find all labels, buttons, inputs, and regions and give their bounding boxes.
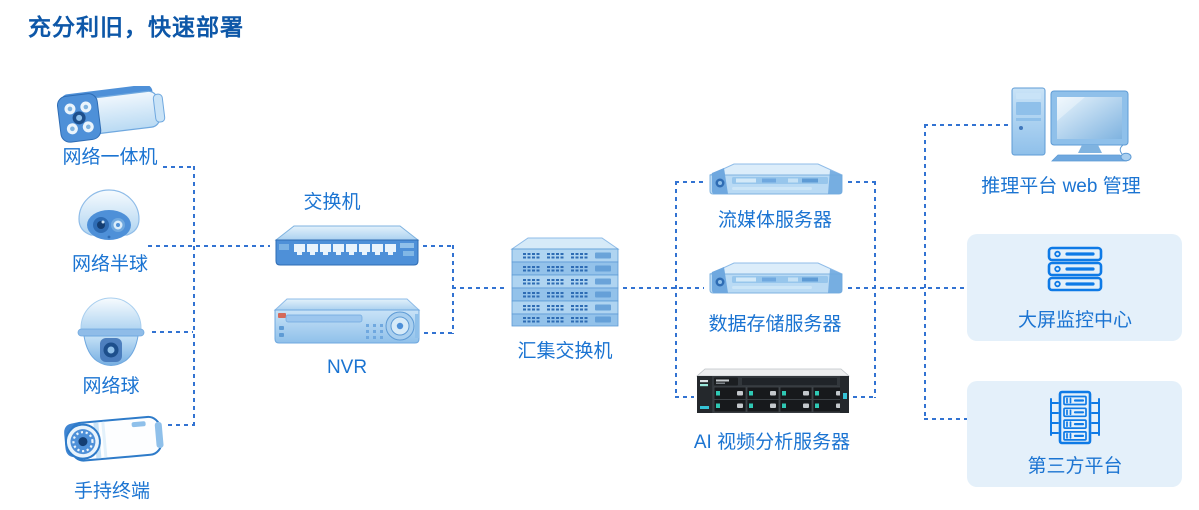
big-screen-panel: [967, 234, 1182, 341]
connector-line: [152, 331, 193, 333]
streaming-server-label: 流媒体服务器: [717, 210, 833, 231]
third-party-panel: [967, 381, 1182, 487]
ai-server-icon: [694, 367, 853, 417]
connector-line: [452, 245, 454, 334]
ball-camera-label: 网络球: [82, 376, 140, 397]
connector-line: [148, 245, 270, 247]
storage-server-icon: [704, 260, 848, 300]
connector-line: [924, 124, 926, 420]
bullet-camera-label: 网络一体机: [62, 147, 158, 168]
access-switch-label: 交换机: [303, 192, 361, 213]
big-screen-center-label: 大屏监控中心: [1017, 310, 1133, 331]
inference-web-label: 推理平台 web 管理: [981, 176, 1141, 197]
dome-camera-label: 网络半球: [71, 254, 149, 275]
nvr-label: NVR: [326, 357, 368, 378]
nvr-icon: [270, 296, 424, 351]
aggregation-switch-icon: [507, 236, 623, 327]
connector-line: [163, 166, 193, 168]
connector-line: [675, 181, 677, 398]
connector-line: [848, 287, 968, 289]
connector-line: [452, 287, 507, 289]
ai-server-label: AI 视频分析服务器: [693, 432, 851, 453]
storage-server-label: 数据存储服务器: [708, 314, 842, 335]
management-computer-icon: [1010, 86, 1132, 163]
streaming-server-icon: [704, 161, 848, 201]
third-party-platform-label: 第三方平台: [1027, 456, 1123, 477]
connector-line: [168, 424, 193, 426]
page-title: 充分利旧，快速部署: [28, 14, 244, 40]
connector-line: [874, 181, 876, 398]
connector-line: [623, 287, 704, 289]
connector-line: [924, 124, 1010, 126]
connector-line: [675, 396, 694, 398]
access-switch-icon: [269, 222, 423, 269]
connector-line: [193, 166, 195, 426]
handheld-terminal-label: 手持终端: [73, 481, 151, 502]
connector-line: [853, 396, 874, 398]
third-party-rack-icon: [1042, 390, 1108, 445]
connector-line: [924, 418, 968, 420]
bullet-camera-icon: [55, 86, 167, 144]
server-stack-icon: [1047, 246, 1103, 292]
ball-camera-icon: [73, 292, 149, 368]
connector-line: [423, 245, 452, 247]
handheld-terminal-icon: [57, 410, 169, 472]
dome-camera-icon: [72, 183, 146, 247]
connector-line: [424, 332, 452, 334]
aggregation-switch-label: 汇集交换机: [517, 341, 613, 362]
connector-line: [848, 181, 874, 183]
connector-line: [675, 181, 704, 183]
